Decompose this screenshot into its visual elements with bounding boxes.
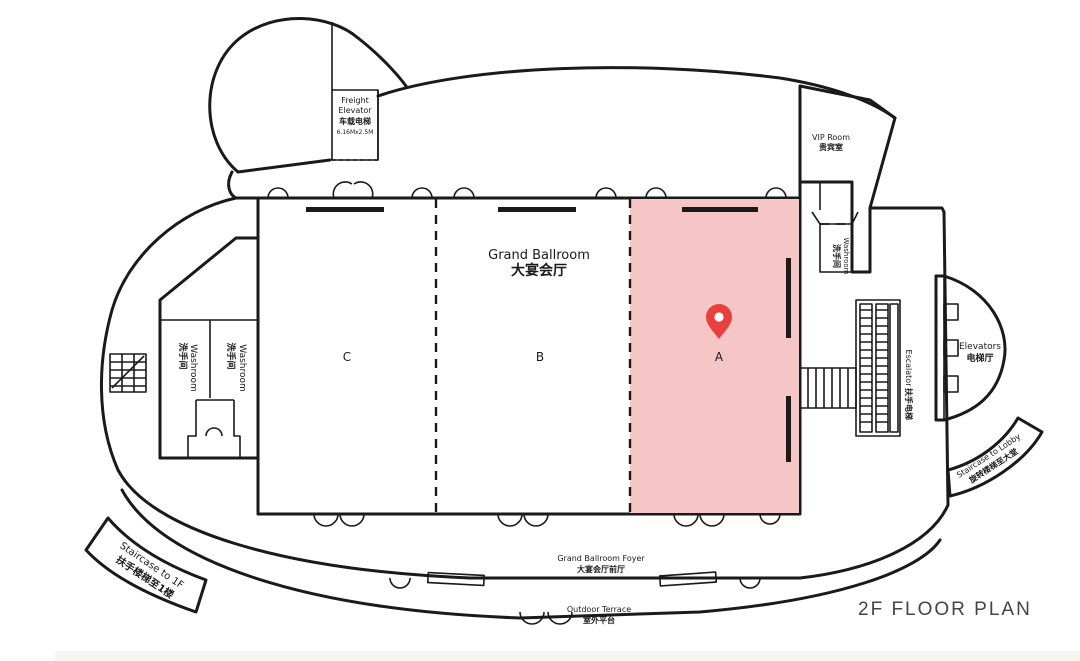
ballroom-name-en: Grand Ballroom xyxy=(488,248,590,263)
grand-ballroom-outline xyxy=(256,196,802,516)
vip-room-label-en: VIP Room xyxy=(812,133,850,142)
ballroom-section-a-highlight xyxy=(630,199,799,513)
staircase-to-lobby-outline xyxy=(946,416,1044,498)
freight-elevator-size: 6.16Mx2.5M xyxy=(337,129,374,136)
vip-room-label-zh: 贵宾室 xyxy=(819,142,843,152)
ballroom-name-zh: 大宴会厅 xyxy=(511,262,567,279)
foyer-bench-right xyxy=(658,571,718,587)
washroom-3-label-zh: 洗手间 xyxy=(832,244,842,268)
washroom-3-label-en: Washroom xyxy=(842,238,850,275)
door-swings-bottom xyxy=(313,513,781,527)
washroom-1-label-zh: 洗手间 xyxy=(177,342,189,369)
terrace-label-zh: 室外平台 xyxy=(583,615,615,625)
freight-elevator-label-1: Freight xyxy=(341,96,369,105)
elevator-lobby xyxy=(934,274,1007,422)
door-swings-top xyxy=(267,181,787,199)
elevators-label-zh: 电梯厅 xyxy=(966,352,993,364)
freight-elevator-label-2: Elevator xyxy=(338,106,372,115)
round-tower xyxy=(208,17,408,174)
location-pin-icon[interactable] xyxy=(706,304,732,339)
outer-terrace-outline xyxy=(120,488,942,620)
upper-facade xyxy=(376,66,897,120)
foyer-label-zh: 大宴会厅前厅 xyxy=(577,564,625,574)
elevators-label-en: Elevators xyxy=(959,342,1001,352)
terrace-label-en: Outdoor Terrace xyxy=(567,605,631,614)
foyer-bench-left xyxy=(426,571,486,587)
escalator-label-en: Escalator xyxy=(904,350,913,388)
foyer-label-en: Grand Ballroom Foyer xyxy=(557,554,645,563)
staircase-to-1f-outline xyxy=(84,516,208,614)
connector-stair xyxy=(799,367,857,409)
ballroom-section-b-label[interactable]: B xyxy=(536,350,544,364)
escalator-label-zh: 扶手电梯 xyxy=(904,388,914,420)
page-bottom-band xyxy=(55,651,1080,661)
left-stair xyxy=(109,353,147,393)
washroom-1-label-en: Washroom xyxy=(188,344,198,392)
left-upper-wall xyxy=(227,170,238,200)
building-outline xyxy=(99,196,950,580)
left-wing-walls xyxy=(158,236,260,460)
escalator-bank xyxy=(855,299,901,437)
washroom-2-label-en: Washroom xyxy=(237,344,247,392)
freight-elevator-label-zh: 车载电梯 xyxy=(339,116,371,126)
ballroom-section-c-label[interactable]: C xyxy=(343,350,351,364)
washroom-2-label-zh: 洗手间 xyxy=(225,342,237,369)
floor-plan-title: 2F FLOOR PLAN xyxy=(858,599,1032,620)
ballroom-section-a-label[interactable]: A xyxy=(715,350,724,364)
